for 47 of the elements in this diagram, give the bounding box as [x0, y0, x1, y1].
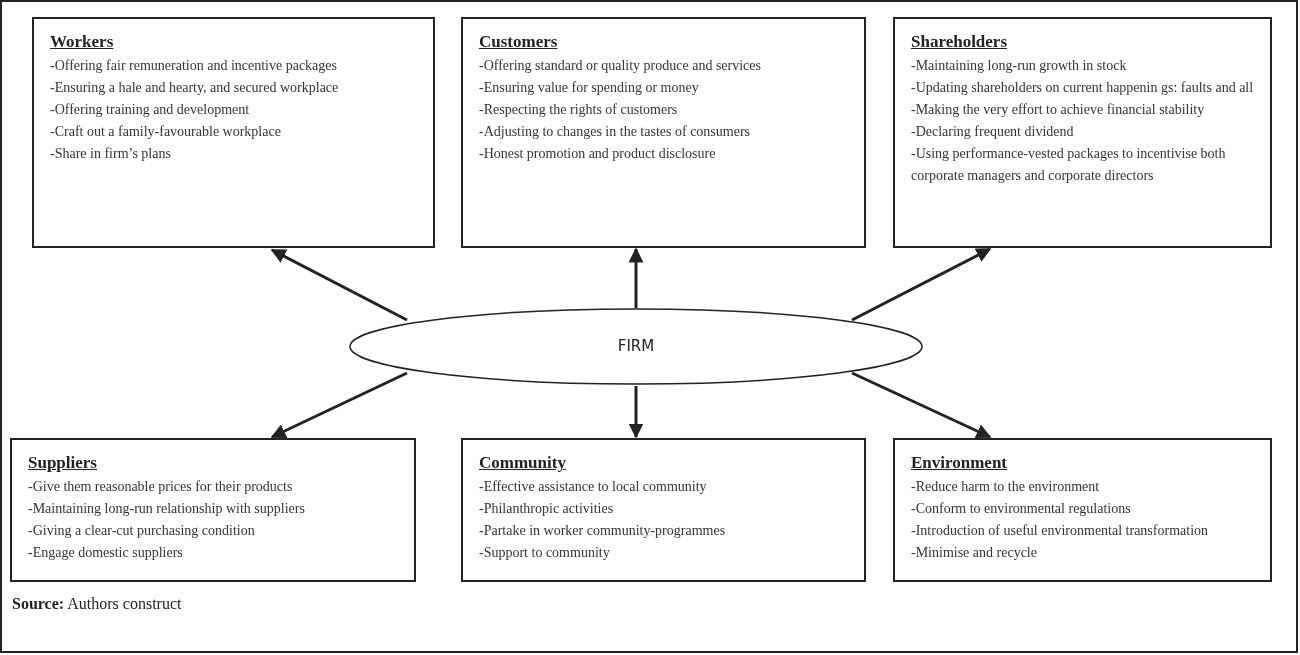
box-heading: Workers — [50, 31, 114, 53]
source-note: Source: Authors construct — [12, 594, 182, 614]
bullet-text: -Support to community — [479, 544, 611, 562]
arrow — [270, 371, 408, 439]
bullet-text: -Offering fair remuneration and incentive packages — [50, 57, 338, 75]
bullet-text: -Making the very effort to achieve financial stability — [911, 101, 1206, 119]
bullet-text: -Engage domestic suppliers — [28, 544, 184, 562]
arrow — [270, 248, 408, 322]
stakeholder-box — [461, 17, 866, 248]
bullet-text: -Effective assistance to local community — [479, 478, 708, 496]
bullet-text: -Craft out a family-favourable workplace — [50, 123, 282, 141]
stakeholder-box — [32, 17, 435, 248]
bullet-text: -Offering training and development — [50, 101, 251, 119]
box-heading: Environment — [911, 452, 1008, 474]
bullet-text: -Declaring frequent dividend — [911, 123, 1075, 141]
bullet-text: -Ensuring value for spending or money — [479, 79, 700, 97]
bullet-text: -Give them reasonable prices for their products — [28, 478, 294, 496]
box-heading: Shareholders — [911, 31, 1008, 53]
stakeholder-box — [893, 438, 1272, 582]
arrow — [851, 371, 992, 439]
stakeholder-box — [893, 17, 1272, 248]
bullet-text: -Updating shareholders on current happenin gs: faults and all — [911, 79, 1254, 97]
ellipse-label: FIRM — [617, 336, 655, 358]
bullet-text: -Adjusting to changes in the tastes of consumers — [479, 123, 751, 141]
stakeholder-box — [461, 438, 866, 582]
bullet-text: -Philanthropic activities — [479, 500, 615, 518]
bullet-text: -Maintaining long-run relationship with suppliers — [28, 500, 306, 518]
box-heading: Suppliers — [28, 452, 97, 474]
arrow — [628, 247, 644, 308]
bullet-text: -Using performance-vested packages to incentivise both corporate managers and corporate directors — [911, 145, 1227, 185]
bullet-text: -Reduce harm to the environment — [911, 478, 1101, 496]
bullet-text: -Minimise and recycle — [911, 544, 1038, 562]
stakeholder-box — [10, 438, 416, 582]
bullet-text: -Maintaining long-run growth in stock — [911, 57, 1128, 75]
bullet-text: -Respecting the rights of customers — [479, 101, 679, 119]
box-heading: Customers — [479, 31, 558, 53]
bullet-text: -Honest promotion and product disclosure — [479, 145, 717, 163]
bullet-text: -Introduction of useful environmental transformation — [911, 522, 1210, 540]
arrow — [628, 386, 644, 439]
bullet-text: -Ensuring a hale and hearty, and secured workplace — [50, 79, 340, 97]
bullet-text: -Conform to environmental regulations — [911, 500, 1132, 518]
bullet-text: -Giving a clear-cut purchasing condition — [28, 522, 256, 540]
bullet-text: -Share in firm’s plans — [50, 145, 172, 163]
bullet-text: -Partake in worker community-programmes — [479, 522, 727, 540]
bullet-text: -Offering standard or quality produce and services — [479, 57, 762, 75]
box-heading: Community — [479, 452, 566, 474]
arrow — [851, 247, 992, 322]
